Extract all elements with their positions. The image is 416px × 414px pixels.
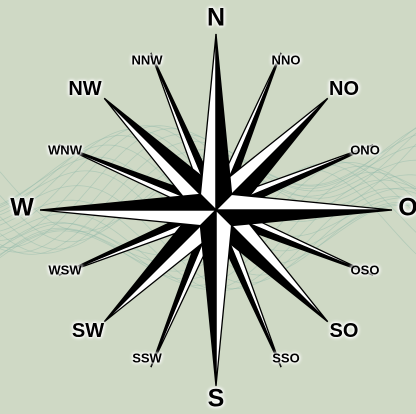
label-south: S: [208, 387, 225, 412]
label-nnw: NNW: [131, 54, 162, 67]
label-wsw: WSW: [48, 264, 81, 277]
label-northeast: NO: [329, 79, 359, 99]
label-north: N: [207, 6, 225, 31]
label-oso: OSO: [351, 264, 380, 277]
label-southeast: SO: [330, 321, 359, 341]
label-sso: SSO: [272, 352, 299, 365]
ray-s-dark: [200, 210, 216, 386]
label-northwest: NW: [68, 79, 101, 99]
label-wnw: WNW: [48, 144, 82, 157]
ray-n-light: [200, 34, 216, 210]
label-west: W: [10, 196, 34, 221]
label-southwest: SW: [72, 321, 104, 341]
ray-w-light: [40, 210, 216, 226]
ray-w-dark: [40, 194, 216, 210]
ray-s-light: [216, 210, 232, 386]
ray-o-light: [216, 194, 392, 210]
label-ono: ONO: [350, 144, 380, 157]
label-ssw: SSW: [132, 352, 162, 365]
label-east: O: [398, 196, 416, 221]
ray-n-dark: [216, 34, 232, 210]
ray-o-dark: [216, 210, 392, 226]
label-nno: NNO: [272, 54, 301, 67]
